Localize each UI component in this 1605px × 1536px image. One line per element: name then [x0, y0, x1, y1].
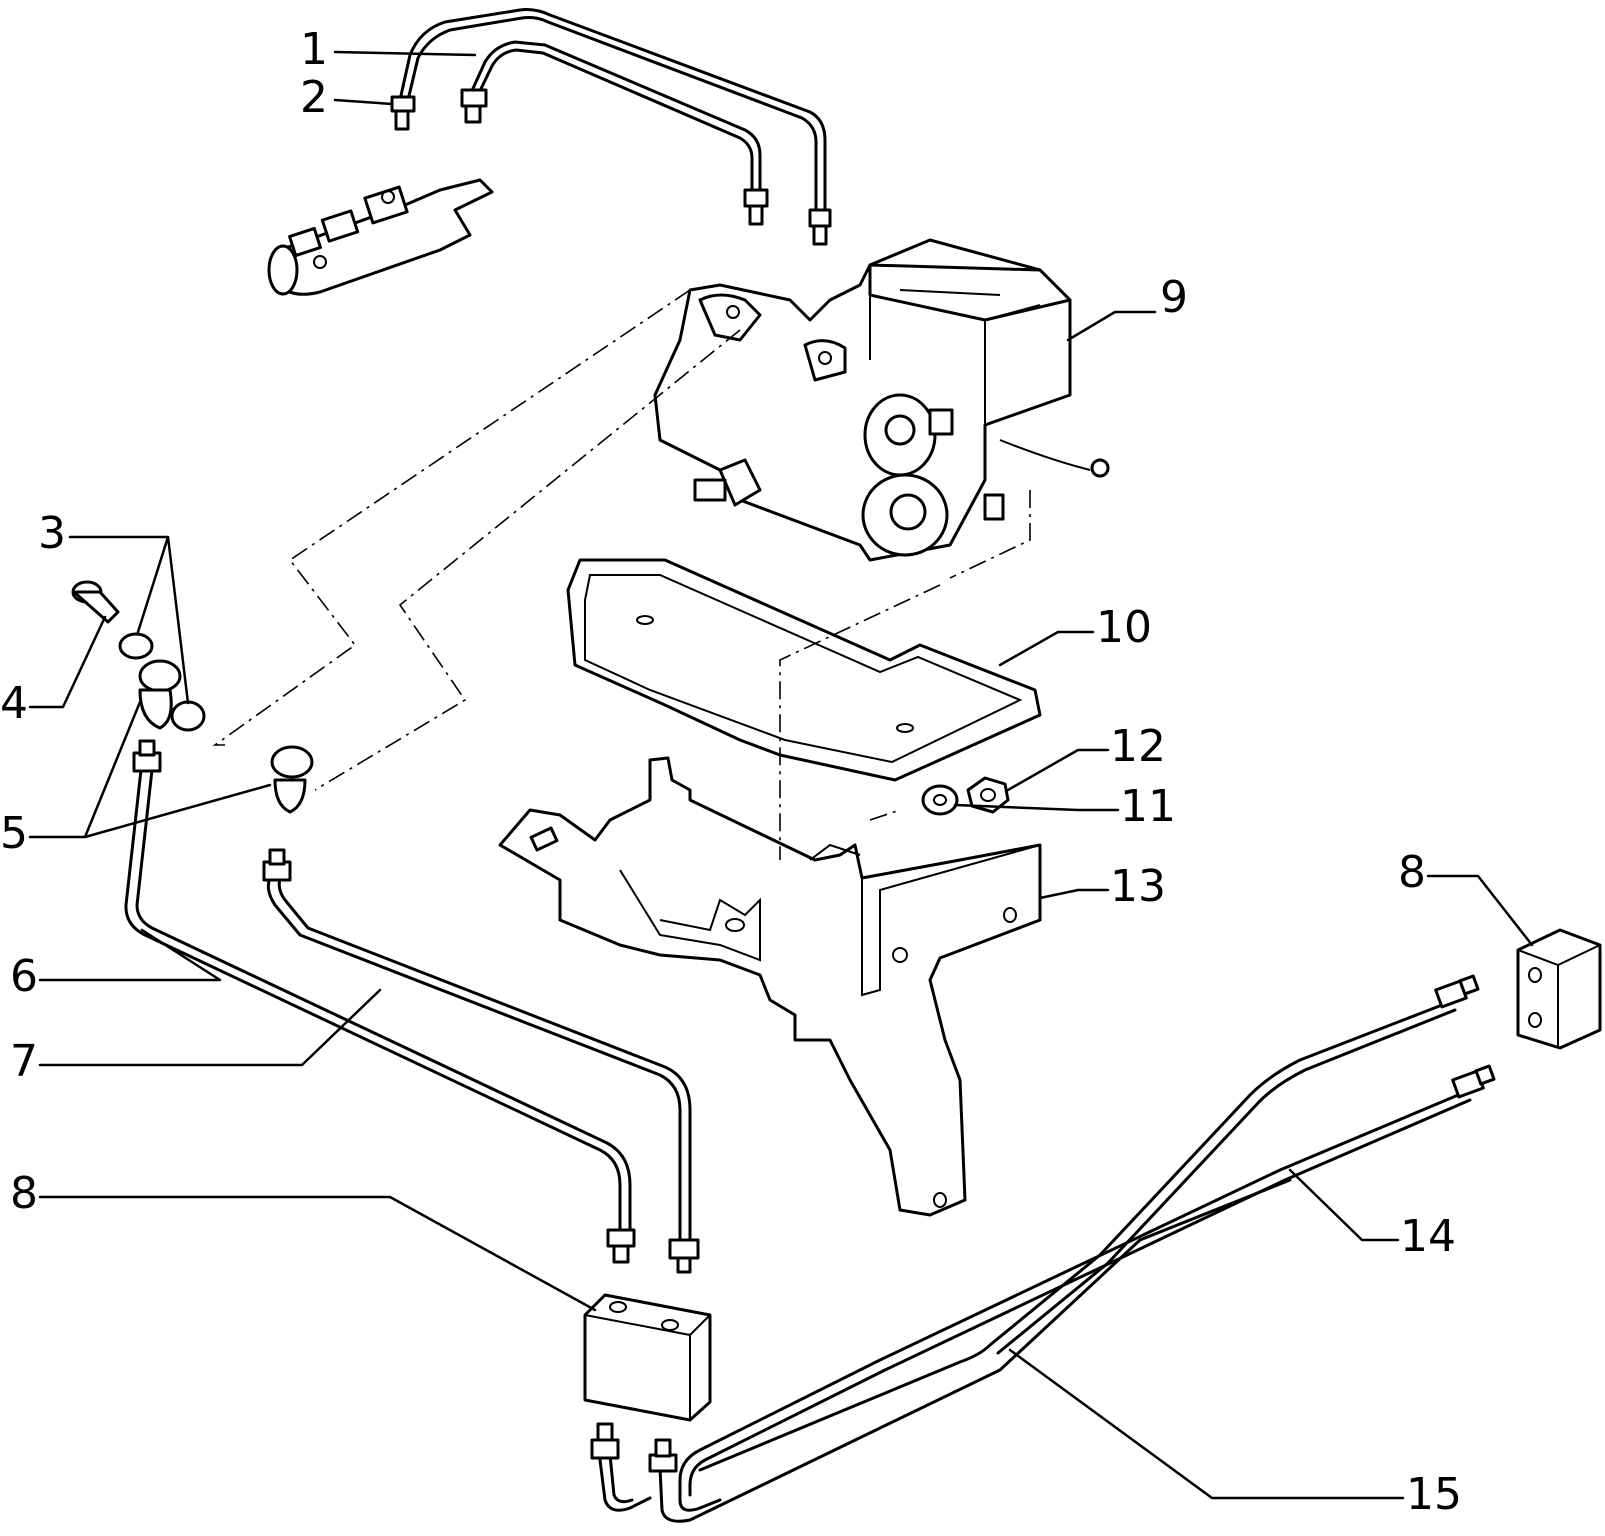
brake-pipe-15: [590, 974, 1480, 1512]
callout-11: 11: [1120, 781, 1176, 832]
callout-7: 7: [10, 1036, 38, 1087]
pipe-union-block-left: [583, 1293, 712, 1422]
abs-mounting-pad: [566, 558, 1042, 782]
callout-4: 4: [0, 678, 28, 729]
callout-6: 6: [10, 951, 38, 1002]
callout-8-right: 8: [1398, 847, 1426, 898]
banjo-union: [138, 659, 314, 814]
callout-1: 1: [300, 24, 328, 75]
callout-14: 14: [1400, 1211, 1456, 1262]
callout-12: 12: [1110, 721, 1166, 772]
callout-9: 9: [1160, 272, 1188, 323]
brake-pipe-14: [648, 1064, 1496, 1523]
callout-10: 10: [1096, 602, 1152, 653]
brake-pipe-2: [390, 40, 769, 226]
callout-leaders: [28, 50, 1534, 1500]
brake-pipe-6: [124, 739, 636, 1264]
brake-pipe-1: [398, 8, 832, 246]
washer: [921, 784, 959, 816]
master-cylinder: [267, 178, 494, 296]
assembly-centre-lines: [212, 289, 1031, 860]
sealing-washer: [118, 632, 206, 732]
callout-labels: 1 2 3 4 5 6 7 8 8 9 10 11 12 13 14 15: [0, 24, 1462, 1520]
callout-15: 15: [1406, 1469, 1462, 1520]
callout-13: 13: [1110, 861, 1166, 912]
callout-3: 3: [38, 508, 66, 559]
abs-mounting-bracket: [498, 756, 1042, 1217]
callout-8-left: 8: [10, 1168, 38, 1219]
banjo-bolt: [71, 580, 120, 624]
brake-pipe-7: [262, 848, 700, 1274]
pipe-union-block-right: [1516, 928, 1602, 1050]
callout-2: 2: [300, 72, 328, 123]
callout-5: 5: [0, 808, 28, 859]
abs-hydraulic-unit: [653, 238, 1110, 562]
